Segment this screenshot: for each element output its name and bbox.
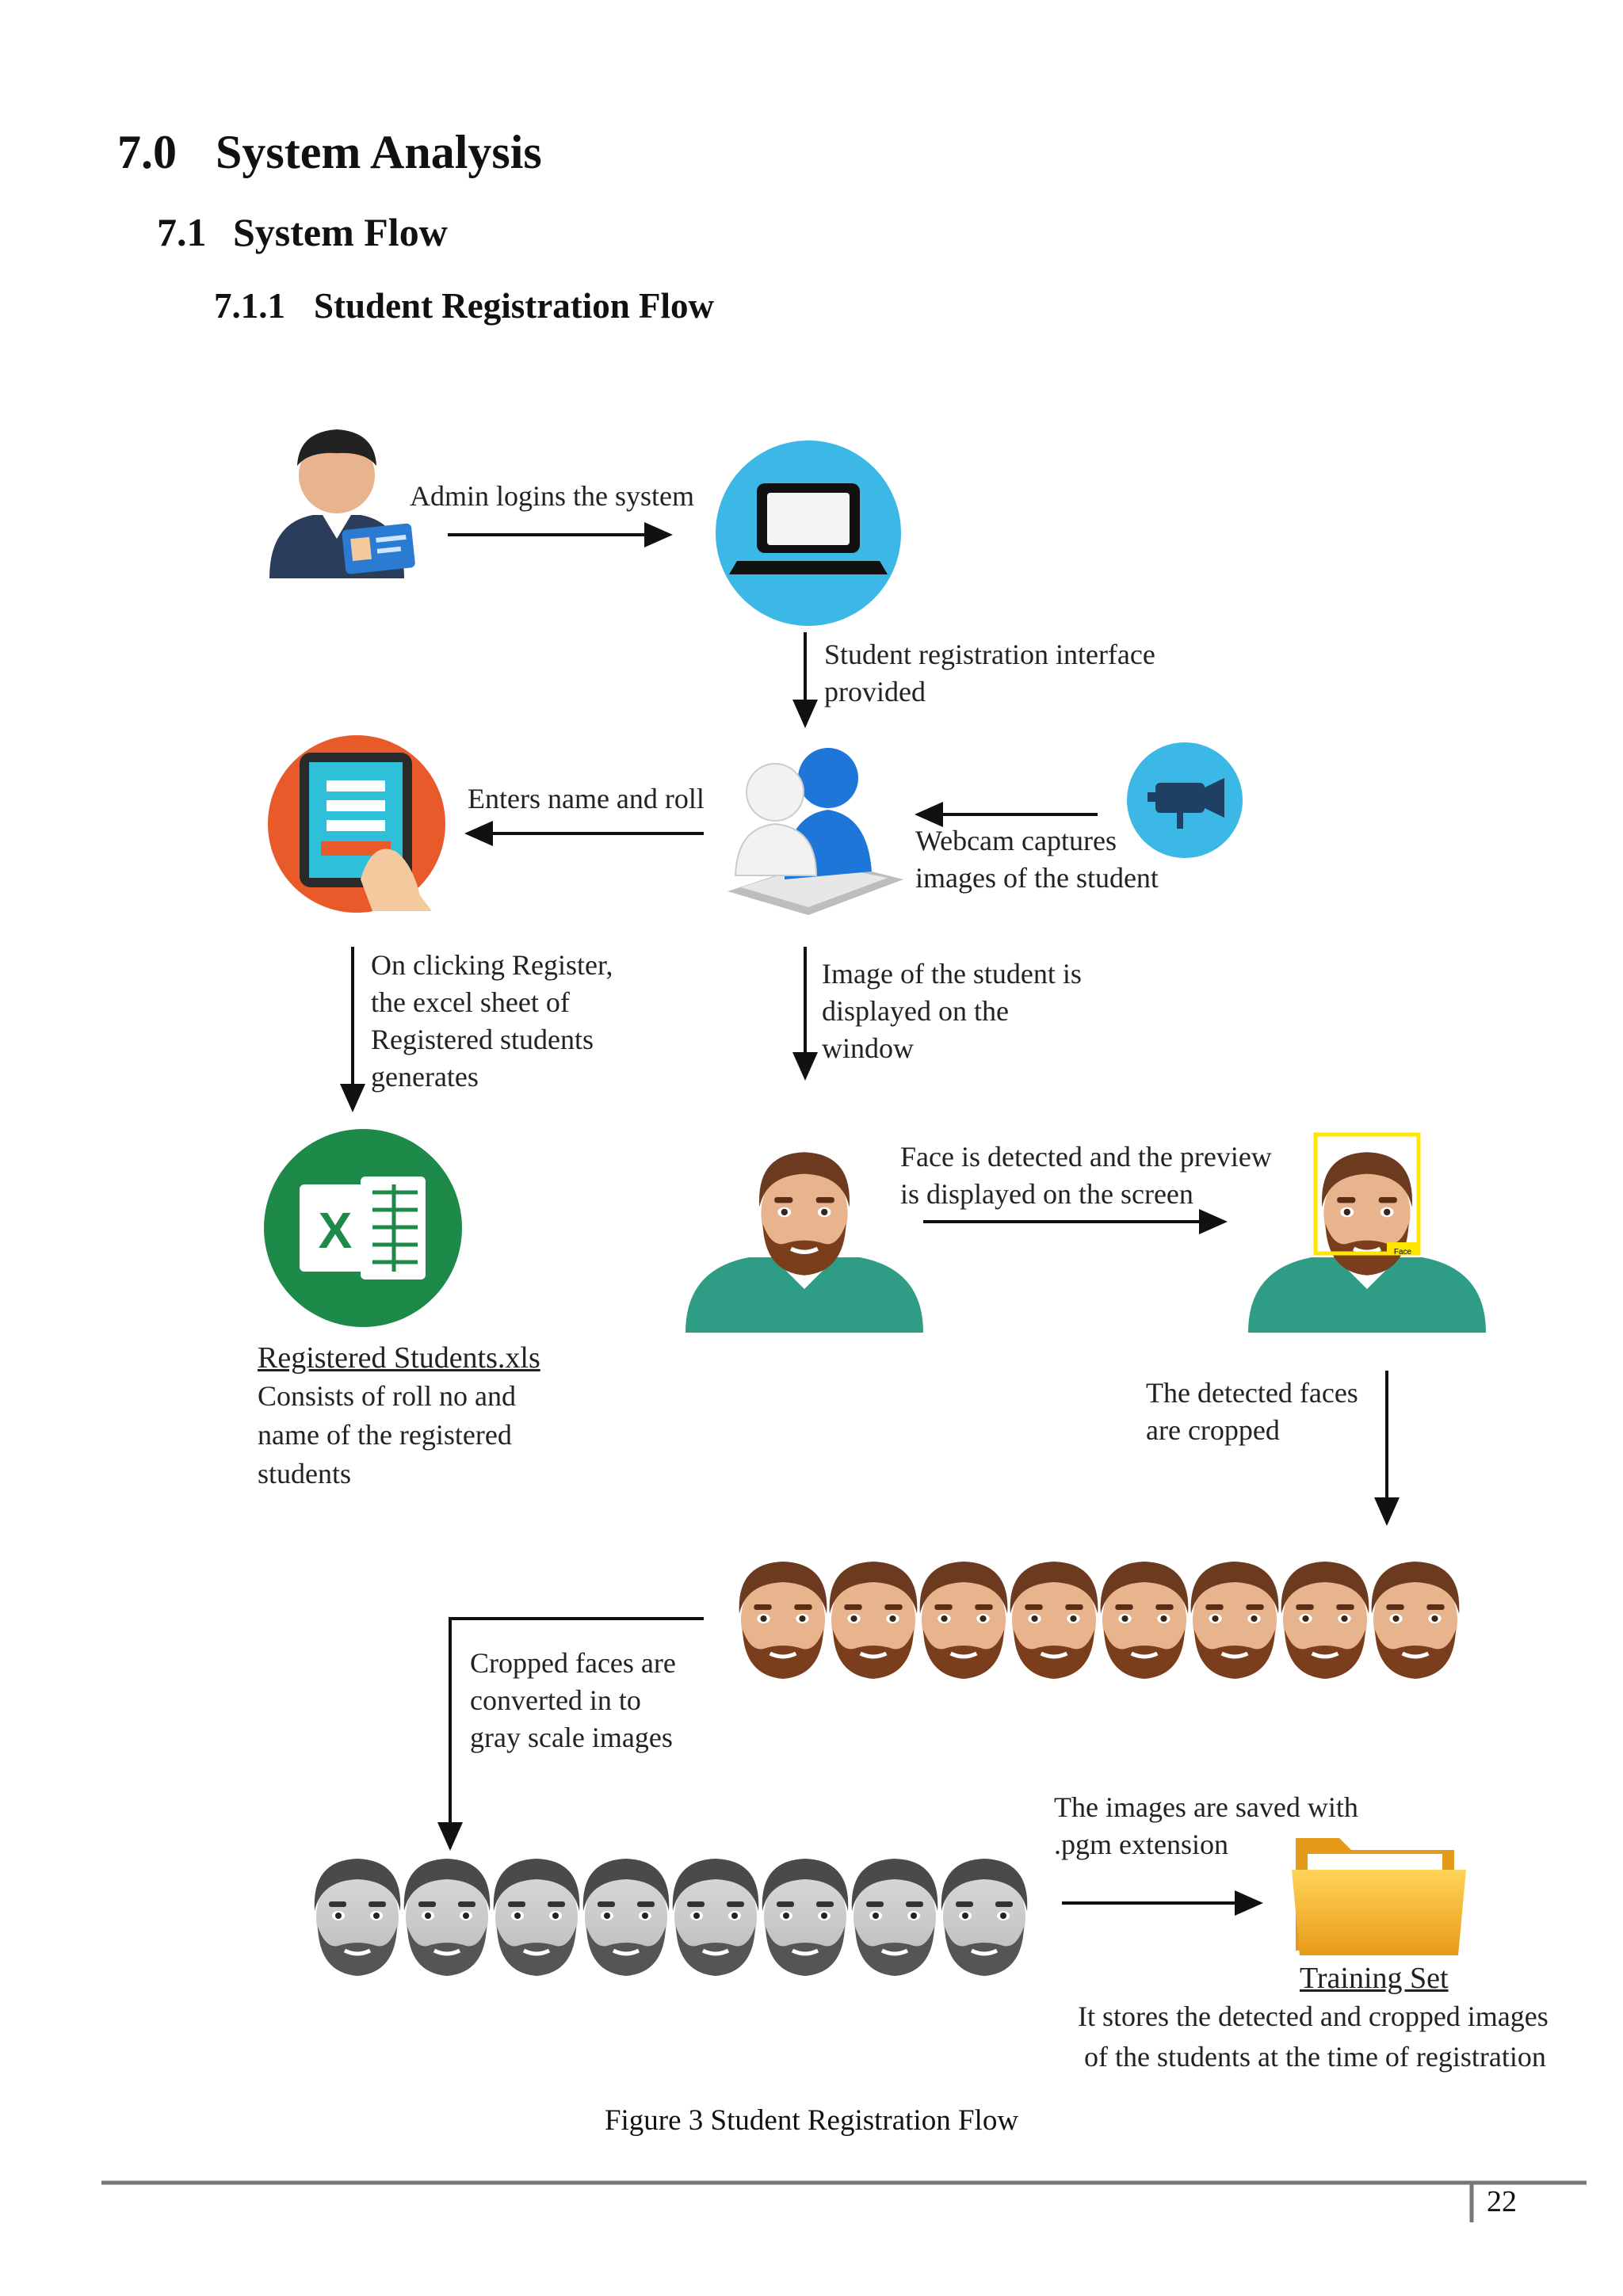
training-set-description: It stores the detected and cropped image…	[1078, 2000, 1549, 2073]
cropped-face-icon	[1191, 1562, 1279, 1679]
folder-icon	[1292, 1838, 1466, 1955]
excel-file-block: Registered Students.xls Consists of roll…	[258, 1339, 540, 1493]
grayscale-face-icon	[762, 1859, 849, 1976]
student-user-icon	[727, 748, 903, 915]
section-heading: 7.0 System Analysis	[117, 125, 542, 180]
admin-user-icon	[269, 429, 415, 578]
step-on-register: On clicking Register, the excel sheet of…	[371, 949, 613, 1093]
step-grayscale: Cropped faces are converted in to gray s…	[470, 1647, 676, 1753]
step-webcam-captures: Webcam captures images of the student	[915, 825, 1159, 894]
detected-face-icon	[1248, 1132, 1486, 1333]
subsubsection-title: Student Registration Flow	[314, 286, 714, 326]
training-set-name: Training Set	[1300, 1962, 1449, 1995]
webcam-icon	[1127, 742, 1243, 858]
step-image-displayed: Image of the student is displayed on the…	[822, 958, 1082, 1064]
subsection-number: 7.1	[157, 210, 207, 254]
subsection-title: System Flow	[233, 210, 448, 254]
grayscale-face-icon	[673, 1859, 759, 1976]
excel-file-name: Registered Students.xls	[258, 1341, 540, 1375]
cropped-face-icon	[920, 1562, 1008, 1679]
step-admin-login: Admin logins the system	[410, 480, 694, 512]
step-face-detected: Face is detected and the preview is disp…	[900, 1141, 1272, 1210]
flow-arrows	[340, 522, 1400, 1916]
cropped-face-icon	[830, 1562, 918, 1679]
grayscale-face-icon	[583, 1859, 670, 1976]
subsection-heading: 7.1 System Flow	[157, 209, 448, 255]
step-enters-name: Enters name and roll	[468, 783, 705, 814]
cropped-face-icon	[1281, 1562, 1369, 1679]
grayscale-face-icon	[852, 1859, 938, 1976]
cropped-face-icon	[1101, 1562, 1189, 1679]
grayscale-face-icon	[315, 1859, 401, 1976]
svg-text:X: X	[319, 1202, 353, 1259]
grayscale-face-icon	[941, 1859, 1028, 1976]
arrow-cropped-to-grayscale	[437, 1617, 704, 1851]
cropped-face-icon	[1010, 1562, 1098, 1679]
laptop-icon	[716, 441, 901, 626]
grayscale-faces-row	[315, 1859, 1028, 1976]
cropped-face-icon	[739, 1562, 827, 1679]
page-number: 22	[1487, 2185, 1517, 2218]
cropped-faces-row	[739, 1562, 1460, 1679]
tablet-register-icon	[268, 735, 445, 913]
section-title: System Analysis	[216, 126, 542, 178]
subsubsection-heading: 7.1.1 Student Registration Flow	[214, 285, 714, 326]
face-icon	[685, 1152, 923, 1333]
cropped-face-icon	[1372, 1562, 1460, 1679]
grayscale-face-icon	[404, 1859, 491, 1976]
figure-caption: Figure 3 Student Registration Flow	[604, 2104, 1019, 2137]
face-box-label: Face	[1394, 1248, 1412, 1257]
subsubsection-number: 7.1.1	[214, 286, 285, 326]
excel-icon: X	[264, 1129, 462, 1327]
step-interface-provided: Student registration interface provided	[824, 639, 1155, 707]
step-faces-cropped: The detected faces are cropped	[1146, 1377, 1358, 1446]
step-saved-pgm: The images are saved with .pgm extension	[1054, 1791, 1358, 1860]
section-number: 7.0	[117, 126, 177, 178]
grayscale-face-icon	[494, 1859, 580, 1976]
